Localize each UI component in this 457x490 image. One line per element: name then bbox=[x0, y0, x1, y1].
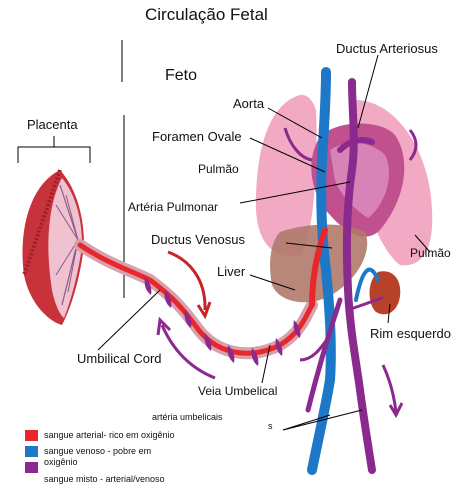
label-ductus-venosus: Ductus Venosus bbox=[151, 232, 245, 247]
legend-text-venous: sangue venoso - pobre em oxigênio bbox=[44, 446, 152, 467]
flow-arrows bbox=[156, 127, 418, 419]
placenta-bracket bbox=[17, 136, 91, 163]
legend-text-mixed: sangue misto - arterial/venoso bbox=[44, 474, 165, 484]
leader-lines bbox=[97, 54, 431, 431]
kidney bbox=[369, 271, 401, 315]
legend-swatch-venous bbox=[25, 446, 38, 457]
label-umbilical-cord: Umbilical Cord bbox=[77, 351, 162, 366]
label-pulmao-right: Pulmão bbox=[410, 246, 451, 260]
label-foramen-ovale: Foramen Ovale bbox=[152, 129, 242, 144]
label-veia-umbelical: Veia Umbelical bbox=[198, 384, 278, 398]
label-placenta: Placenta bbox=[27, 117, 78, 132]
label-pulmao-left: Pulmão bbox=[198, 162, 239, 176]
lung-left bbox=[255, 94, 317, 256]
legend-swatch-arterial bbox=[25, 430, 38, 441]
label-rim-esquerdo: Rim esquerdo bbox=[370, 326, 451, 341]
legend-item-venous: sangue venoso - pobre em oxigênio bbox=[25, 446, 154, 468]
label-arteria-pulmonar: Artéria Pulmonar bbox=[128, 200, 219, 214]
label-feto: Feto bbox=[165, 67, 198, 84]
label-stray-s: s bbox=[268, 421, 273, 431]
vessels bbox=[305, 67, 384, 475]
legend-swatch-mixed bbox=[25, 462, 38, 473]
label-arteria-umbilicais: artéria umbelicais bbox=[152, 412, 223, 422]
legend-item-arterial: sangue arterial- rico em oxigênio bbox=[25, 430, 175, 441]
page-title: Circulação Fetal bbox=[145, 5, 268, 24]
legend-item-mixed: sangue misto - arterial/venoso bbox=[25, 462, 165, 485]
legend-text-arterial: sangue arterial- rico em oxigênio bbox=[44, 430, 175, 440]
umbilical-cord bbox=[74, 239, 318, 366]
label-liver: Liver bbox=[217, 264, 246, 279]
placenta bbox=[22, 169, 84, 325]
label-aorta: Aorta bbox=[233, 96, 265, 111]
label-ductus-arteriosus: Ductus Arteriosus bbox=[336, 41, 438, 56]
